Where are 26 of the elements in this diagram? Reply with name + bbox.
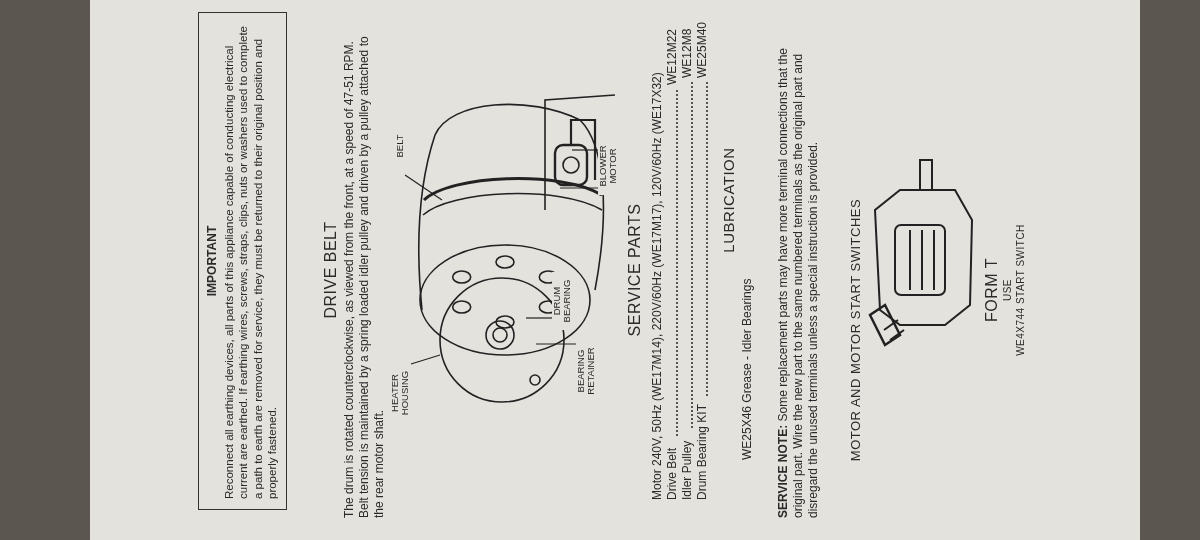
parts-list-text: Idler Pulley bbox=[680, 440, 694, 500]
parts-list-text: Drive Belt bbox=[665, 448, 679, 500]
section-heading: FORM T bbox=[983, 257, 1001, 324]
section-heading: SERVICE PARTS bbox=[626, 202, 644, 339]
section-heading: USE bbox=[1002, 277, 1013, 304]
part-callout: DRUM BEARING bbox=[552, 272, 573, 330]
paragraph: The drum is rotated counterclockwise, as viewed from the front, at a speed of 47-51 RPM. Belt tension is maintained by a spring loaded idler pulley and driven by a pulley attached to the rear motor shaft. bbox=[342, 35, 387, 518]
leader-line bbox=[525, 317, 553, 319]
section-heading: WE4X744 START SWITCH bbox=[1015, 223, 1026, 358]
notice-heading: IMPORTANT bbox=[205, 225, 219, 297]
paragraph: SERVICE NOTE: Some replacement parts may have more terminal connections that the original part. Wire the new part to the same numbered terminals as the original part and disregard the unused terminals unless a special instruction is provided. bbox=[776, 47, 821, 518]
section-heading: LUBRICATION bbox=[720, 146, 737, 255]
notice-text: Reconnect all earthing devices, all parts of this appliance capable of conducting electrical current are earthed. If earthing wires, screws, straps, clips, nuts or washers used to complete a path to earth are removed for service, they must be returned to their original position and properly fastened. bbox=[222, 25, 280, 499]
parts-list-text: WE25X46 Grease - Idler Bearings bbox=[740, 278, 754, 460]
parts-list-text: WE25M40 bbox=[695, 21, 709, 78]
parts-list-text: Motor 240V, 50Hz (WE17M14), 220V/60Hz (WE17M17), 120V/60Hz (WE17X32) bbox=[650, 72, 664, 500]
parts-list-text: WE12M8 bbox=[680, 28, 694, 78]
leader-line bbox=[404, 174, 443, 201]
leader-line bbox=[535, 343, 577, 345]
section-heading: DRIVE BELT bbox=[322, 220, 340, 321]
leader-line bbox=[559, 187, 599, 189]
parts-list-text: WE12M22 bbox=[665, 28, 679, 85]
parts-list-text: Drum Bearing KIT bbox=[695, 403, 709, 500]
leader-line bbox=[410, 354, 441, 365]
notice-box bbox=[198, 12, 287, 510]
section-heading: MOTOR AND MOTOR START SWITCHES bbox=[848, 197, 863, 464]
